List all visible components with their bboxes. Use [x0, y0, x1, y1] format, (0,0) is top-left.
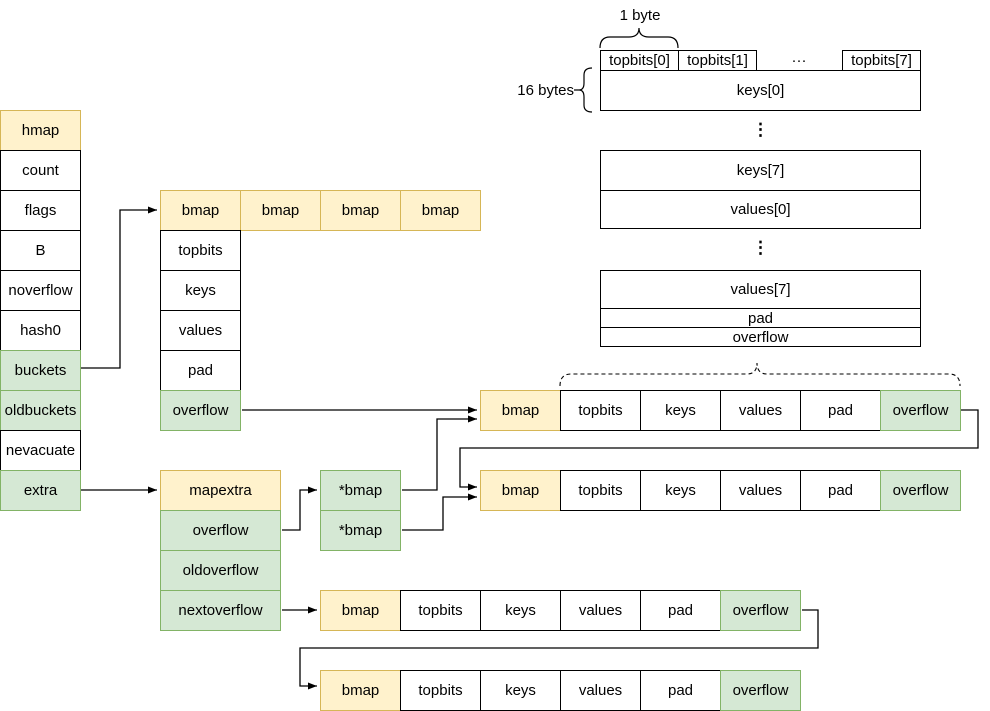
- mapextra-field-overflow: overflow: [160, 510, 281, 551]
- vertical-ellipsis-keys: ⋮: [752, 120, 769, 139]
- bucket-field-pad: pad: [160, 350, 241, 391]
- hmap-field-b: B: [0, 230, 81, 271]
- sixteen-bytes-brace: [574, 67, 593, 113]
- vertical-ellipsis-values: ⋮: [752, 238, 769, 257]
- byte-layout-values7: values[7]: [600, 270, 921, 309]
- bucket-field-overflow: overflow: [160, 390, 241, 431]
- hmap-field-hash0: hash0: [0, 310, 81, 351]
- bucket-field-topbits: topbits: [160, 230, 241, 271]
- bucket-row-d-bmap: bmap: [320, 670, 401, 711]
- arrow-buckets-to-array: [81, 206, 157, 369]
- bucket-row-a-pad: pad: [800, 390, 881, 431]
- hmap-field-noverflow: noverflow: [0, 270, 81, 311]
- mapextra-struct-header: mapextra: [160, 470, 281, 511]
- bucket-field-values: values: [160, 310, 241, 351]
- byte-layout-keys0: keys[0]: [600, 70, 921, 111]
- bucket-row-a-bmap: bmap: [480, 390, 561, 431]
- bucket-row-d-values: values: [560, 670, 641, 711]
- hmap-field-count: count: [0, 150, 81, 191]
- one-byte-label: 1 byte: [619, 6, 661, 24]
- buckets-array-bmap-0: bmap: [160, 190, 241, 231]
- byte-layout-pad: pad: [600, 308, 921, 328]
- bucket-row-c-topbits: topbits: [400, 590, 481, 631]
- hmap-field-nevacuate: nevacuate: [0, 430, 81, 471]
- byte-layout-topbits1: topbits[1]: [678, 50, 757, 71]
- bucket-row-c-bmap: bmap: [320, 590, 401, 631]
- bucket-row-d-overflow: overflow: [720, 670, 801, 711]
- bucket-row-b-overflow: overflow: [880, 470, 961, 511]
- bucket-row-a-overflow: overflow: [880, 390, 961, 431]
- mapextra-field-oldoverflow: oldoverflow: [160, 550, 281, 591]
- buckets-array-bmap-3: bmap: [400, 190, 481, 231]
- bucket-row-a-keys: keys: [640, 390, 721, 431]
- bucket-row-b-pad: pad: [800, 470, 881, 511]
- bucket-row-c-keys: keys: [480, 590, 561, 631]
- bucket-row-b-topbits: topbits: [560, 470, 641, 511]
- byte-layout-keys7: keys[7]: [600, 150, 921, 191]
- bucket-row-b-keys: keys: [640, 470, 721, 511]
- hmap-field-buckets: buckets: [0, 350, 81, 391]
- bucket-row-a-values: values: [720, 390, 801, 431]
- byte-layout-values0: values[0]: [600, 190, 921, 229]
- bucket-row-d-pad: pad: [640, 670, 721, 711]
- bucket-row-c-values: values: [560, 590, 641, 631]
- hmap-struct-header: hmap: [0, 110, 81, 151]
- one-byte-brace: [599, 27, 679, 49]
- buckets-array-bmap-1: bmap: [240, 190, 321, 231]
- bucket-row-b-bmap: bmap: [480, 470, 561, 511]
- hmap-field-oldbuckets: oldbuckets: [0, 390, 81, 431]
- bucket-row-d-keys: keys: [480, 670, 561, 711]
- byte-layout-topbits7: topbits[7]: [842, 50, 921, 71]
- bucket-row-a-topbits: topbits: [560, 390, 641, 431]
- hmap-field-extra: extra: [0, 470, 81, 511]
- arrow-mapextra-overflow-to-pointers: [282, 486, 317, 531]
- byte-layout-overflow: overflow: [600, 327, 921, 347]
- mapextra-field-nextoverflow: nextoverflow: [160, 590, 281, 631]
- sixteen-bytes-label: 16 bytes: [517, 81, 574, 99]
- arrow-pointer1-to-row-b: [402, 493, 477, 531]
- topbits-ellipsis: ···: [791, 52, 807, 69]
- overflow-bmap-pointer-0: *bmap: [320, 470, 401, 511]
- bucket-field-keys: keys: [160, 270, 241, 311]
- bucket-row-c-pad: pad: [640, 590, 721, 631]
- hmap-field-flags: flags: [0, 190, 81, 231]
- bucket-row-b-values: values: [720, 470, 801, 511]
- overflow-expansion-brace: [559, 362, 961, 387]
- overflow-bmap-pointer-1: *bmap: [320, 510, 401, 551]
- buckets-array-bmap-2: bmap: [320, 190, 401, 231]
- byte-layout-topbits0: topbits[0]: [600, 50, 679, 71]
- arrow-pointer0-to-row-a: [402, 415, 477, 491]
- bucket-row-c-overflow: overflow: [720, 590, 801, 631]
- bucket-row-d-topbits: topbits: [400, 670, 481, 711]
